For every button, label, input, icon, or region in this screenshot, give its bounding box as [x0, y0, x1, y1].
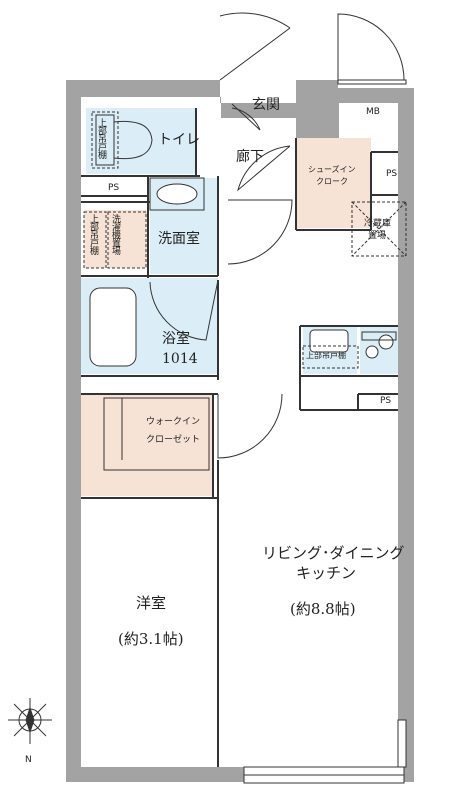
- washroom-label: 洗面室: [158, 231, 200, 247]
- shoe-closet-label-2: クローク: [316, 177, 348, 186]
- compass-icon: [8, 698, 52, 744]
- stove-icon: [361, 331, 397, 359]
- washer-outline: [107, 211, 147, 269]
- toilet-cabinet-label: 上部吊戸棚: [96, 118, 106, 158]
- western-size-label: (約3.1帖): [118, 630, 184, 648]
- kitchen-sink-icon: [309, 329, 349, 353]
- kitchen-cabinet-outline: [302, 345, 359, 369]
- bathroom-label: 浴室: [162, 331, 190, 347]
- hallway-label: 廊下: [236, 149, 264, 165]
- entrance-label: 玄関: [252, 97, 280, 113]
- stove-area: [360, 326, 398, 374]
- toilet-area: [86, 108, 196, 174]
- bathtub-icon: [89, 287, 137, 367]
- shoe-closet-label-1: シューズイン: [308, 165, 356, 174]
- washer-space-label: 洗濯機置場: [110, 214, 120, 254]
- walkin-label-1: ウォークイン: [146, 417, 201, 427]
- kitchen-window: [397, 719, 407, 768]
- walkin-closet-shelf: [103, 397, 210, 471]
- ldk-label-2: キッチン: [296, 564, 357, 582]
- ps-left-label: PS: [108, 183, 120, 193]
- western-room-label: 洋室: [136, 594, 167, 612]
- fridge-space: [351, 201, 407, 257]
- fridge-label-1: 冷蔵庫: [364, 219, 392, 229]
- fridge-label-2: 置場: [368, 231, 387, 241]
- ldk-size-label: (約8.8帖): [290, 600, 356, 618]
- mb-label: MB: [366, 107, 380, 117]
- compass-north-label: N: [25, 755, 32, 765]
- shoe-closet-area: [296, 138, 371, 228]
- ps-right-top-label: PS: [386, 169, 398, 179]
- toilet-fixture: [91, 111, 153, 169]
- ps-kitchen-label: PS: [380, 396, 392, 406]
- washroom-cabinet-label: 上部吊戸棚: [88, 214, 98, 254]
- balcony-window: [243, 766, 405, 784]
- washbasin-icon: [156, 183, 198, 205]
- washroom-cabinet-outline: [83, 211, 107, 269]
- toilet-label: トイレ: [158, 132, 200, 148]
- kitchen-cabinet-label: 上部吊戸棚: [306, 351, 346, 360]
- bathroom-size-label: 1014: [162, 351, 198, 367]
- walkin-label-2: クローゼット: [146, 435, 201, 445]
- washer-area: [84, 210, 148, 268]
- interior-walls: [81, 108, 398, 767]
- ldk-label-1: リビング･ダイニング: [262, 544, 405, 562]
- doors: [149, 12, 407, 459]
- walkin-closet-area: [81, 394, 213, 496]
